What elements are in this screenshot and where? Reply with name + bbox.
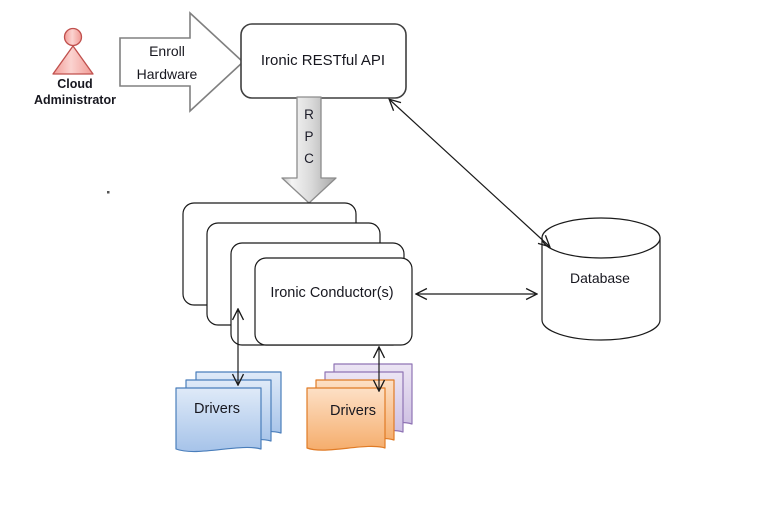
enroll-hardware-block-arrow [119, 11, 245, 113]
drivers-blue-stack[interactable] [175, 371, 282, 453]
drivers-orange-stack[interactable] [306, 363, 413, 451]
actor-cloud-administrator-icon [52, 27, 94, 75]
database-cylinder[interactable] [541, 217, 661, 341]
rpc-block-arrow [281, 96, 337, 204]
ironic-conductor-stack[interactable] [182, 202, 413, 346]
stray-dot [107, 191, 110, 194]
ironic-restful-api-node[interactable] [240, 23, 407, 99]
connector-api-to-database [390, 100, 549, 246]
